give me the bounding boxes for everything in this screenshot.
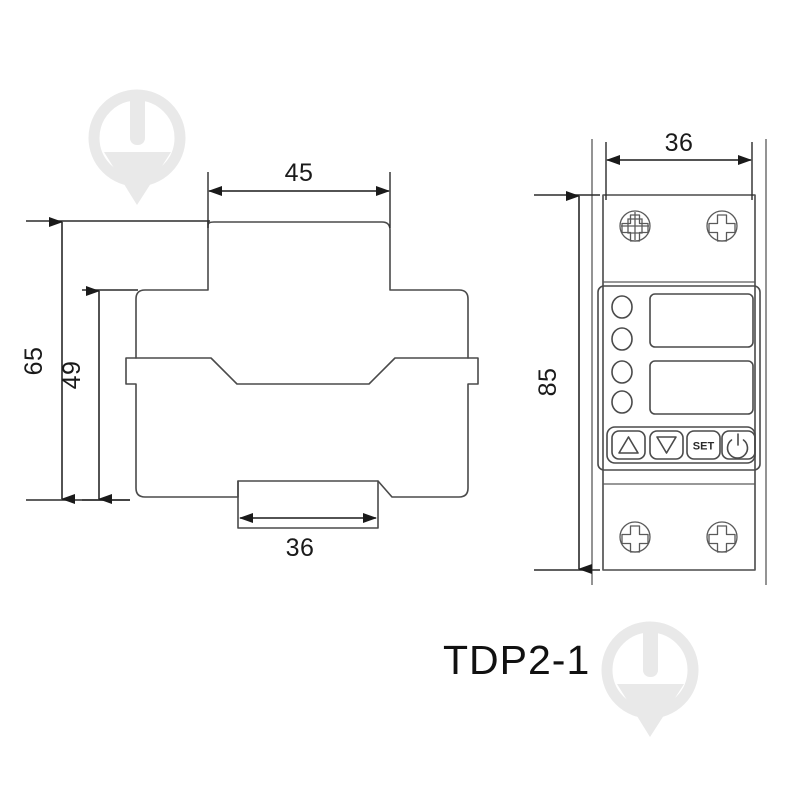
display-lower [649, 360, 754, 415]
dimension-36-front-label: 36 [665, 129, 694, 157]
dimension-65: 65 [20, 217, 210, 504]
dimension-45-label: 45 [285, 159, 314, 187]
dimension-36-front: 36 [605, 129, 753, 200]
screw-bottom-left [619, 521, 651, 553]
dimension-36-rail: 36 [239, 513, 377, 562]
front-view-outline [591, 139, 767, 585]
led-indicator-4 [611, 390, 633, 414]
screw-top-left [619, 210, 651, 242]
power-button[interactable] [721, 430, 756, 460]
screw-bottom-right [706, 521, 738, 553]
dimension-45: 45 [207, 159, 391, 228]
dimension-85-label: 85 [534, 368, 562, 397]
dimension-65-label: 65 [20, 347, 48, 376]
led-indicator-2 [611, 327, 633, 351]
watermark-bottom-right-icon [601, 621, 699, 737]
led-indicator-3 [611, 360, 633, 384]
up-button[interactable] [611, 430, 646, 460]
display-upper [649, 293, 754, 348]
set-button[interactable]: SET [686, 430, 721, 460]
dimension-49: 49 [58, 286, 138, 504]
screw-top-right [706, 210, 738, 242]
front-panel-plate [597, 285, 761, 471]
dimension-85: 85 [534, 191, 600, 574]
down-button[interactable] [649, 430, 684, 460]
watermark-top-left-icon [88, 89, 186, 205]
dimension-49-label: 49 [58, 361, 86, 390]
model-label: TDP2-1 [443, 637, 590, 683]
side-view-outline [125, 221, 479, 529]
led-indicator-1 [611, 295, 633, 319]
set-button-label: SET [693, 441, 715, 453]
dimension-36-rail-label: 36 [286, 534, 315, 562]
